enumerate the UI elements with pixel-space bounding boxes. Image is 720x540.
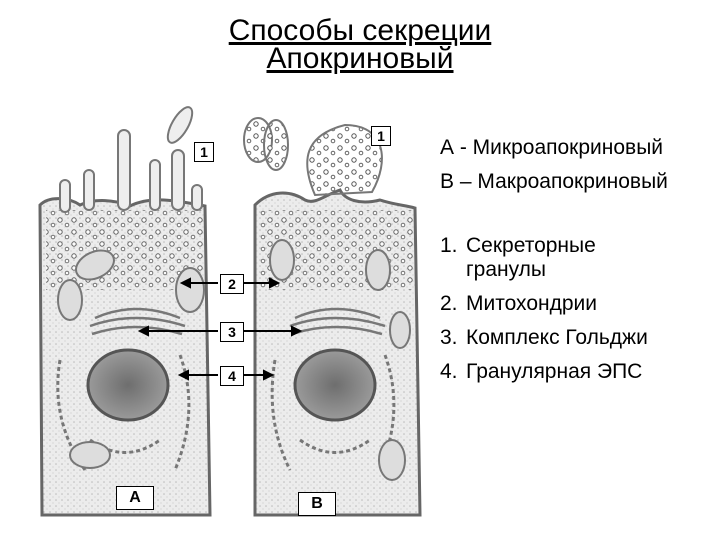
title-line-1: Способы секреции [228, 14, 492, 47]
organelle-list: 1. Секреторные гранулы 2. Митохондрии 3.… [440, 234, 720, 394]
list-item-number: 4. [440, 360, 458, 383]
list-item-1: 1. Секреторные гранулы [440, 234, 720, 282]
list-item-number: 2. [440, 292, 458, 315]
title-line-2: Апокриновый [266, 42, 454, 75]
list-item-text-line2: гранулы [466, 258, 547, 281]
marker-2: 2 [220, 274, 244, 294]
cell-a [38, 106, 212, 517]
list-item-number: 1. [440, 234, 458, 257]
cell-a-label: А [116, 486, 154, 510]
list-item-2: 2. Митохондрии [440, 292, 720, 316]
marker-1-left: 1 [194, 142, 214, 162]
marker-1-right: 1 [371, 126, 391, 146]
marker-4: 4 [220, 366, 244, 386]
marker-3: 3 [220, 322, 244, 342]
list-item-text: Митохондрии [466, 292, 597, 315]
legend-a: А - Микроапокриновый [440, 136, 664, 159]
cell-b [243, 117, 422, 517]
legend-b: В – Макроапокриновый [440, 170, 668, 193]
list-item-text: Гранулярная ЭПС [466, 360, 643, 383]
list-item-text: Комплекс Гольджи [466, 326, 648, 349]
cell-b-label: В [298, 492, 336, 516]
list-item-3: 3. Комплекс Гольджи [440, 326, 720, 350]
list-item-number: 3. [440, 326, 458, 349]
list-item-4: 4. Гранулярная ЭПС [440, 360, 720, 384]
list-item-text-line1: Секреторные [466, 234, 596, 257]
pointer-lines [137, 277, 303, 381]
